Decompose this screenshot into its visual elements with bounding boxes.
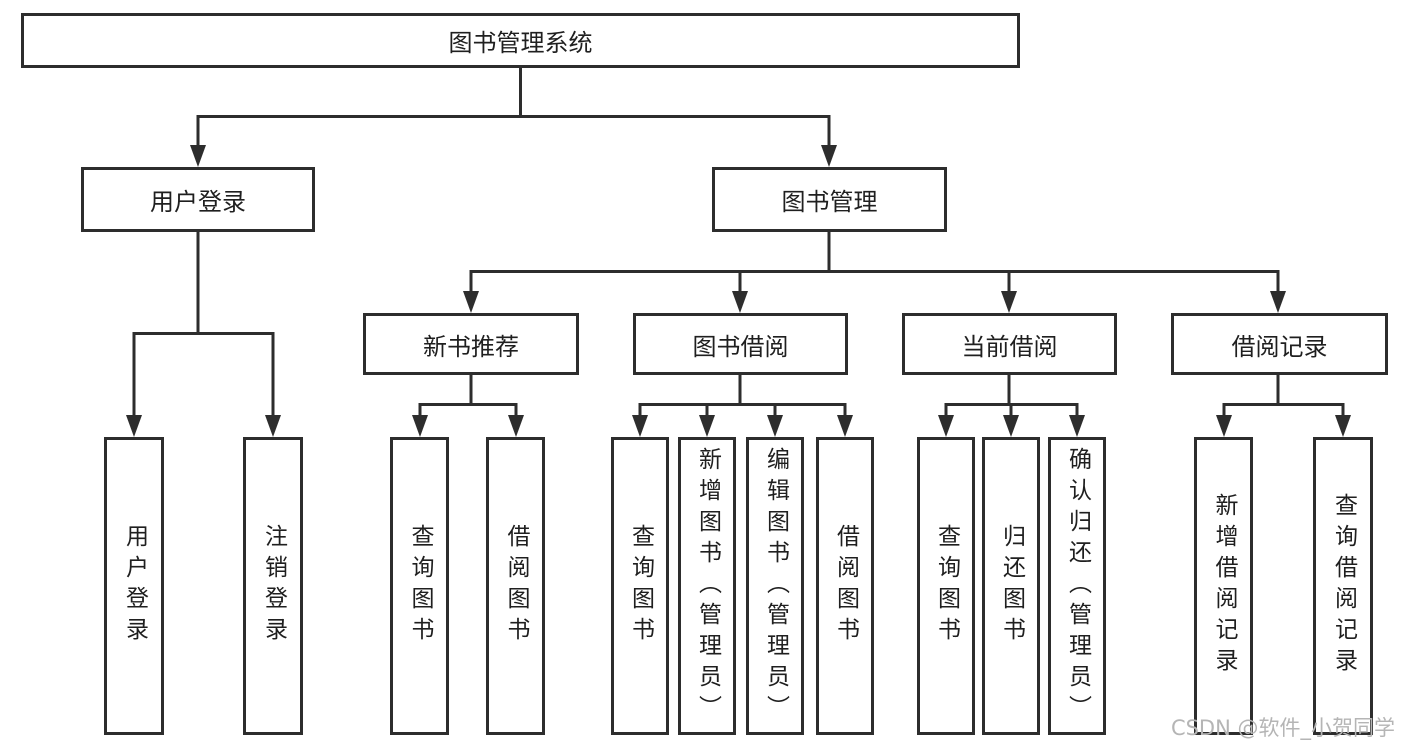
connector-new-book-recommend-children — [412, 375, 524, 437]
node-new-book-recommend-label: 新书推荐 — [423, 332, 519, 361]
leaf-logout-label: 注销登录 — [260, 524, 287, 648]
leaf-edit-books-admin-label: 编辑图书（管理员） — [762, 446, 789, 726]
leaf-add-books-admin-label: 新增图书（管理员） — [694, 446, 721, 726]
leaf-add-borrow-record: 新增借阅记录 — [1194, 437, 1253, 735]
leaf-return-books-label: 归还图书 — [998, 524, 1025, 648]
connector-book-borrow-children — [632, 375, 853, 437]
leaf-borrow-books-recommend: 借阅图书 — [486, 437, 545, 735]
leaf-query-books-current: 查询图书 — [917, 437, 975, 735]
leaf-query-books-borrow: 查询图书 — [611, 437, 669, 735]
node-borrow-records: 借阅记录 — [1171, 313, 1388, 375]
leaf-query-books-recommend-label: 查询图书 — [407, 524, 433, 648]
node-borrow-records-label: 借阅记录 — [1231, 332, 1328, 361]
node-root: 图书管理系统 — [21, 13, 1020, 68]
leaf-confirm-return-admin: 确认归还（管理员） — [1048, 437, 1106, 735]
connector-borrow-records-children — [1216, 375, 1351, 437]
node-new-book-recommend: 新书推荐 — [363, 313, 579, 375]
leaf-query-books-borrow-label: 查询图书 — [627, 524, 654, 648]
leaf-query-borrow-record-label: 查询借阅记录 — [1330, 493, 1357, 679]
connector-book-management-to-level2 — [463, 232, 1286, 313]
node-book-borrow-label: 图书借阅 — [692, 332, 789, 361]
node-book-borrow: 图书借阅 — [633, 313, 848, 375]
leaf-add-books-admin: 新增图书（管理员） — [678, 437, 736, 735]
node-current-borrow: 当前借阅 — [902, 313, 1117, 375]
leaf-add-borrow-record-label: 新增借阅记录 — [1211, 493, 1237, 679]
node-user-login: 用户登录 — [81, 167, 315, 232]
leaf-confirm-return-admin-label: 确认归还（管理员） — [1064, 446, 1091, 726]
leaf-borrow-books-recommend-label: 借阅图书 — [503, 524, 529, 648]
node-user-login-label: 用户登录 — [150, 188, 246, 216]
leaf-user-login-label: 用户登录 — [121, 524, 148, 648]
leaf-borrow-books-label: 借阅图书 — [832, 524, 859, 648]
leaf-edit-books-admin: 编辑图书（管理员） — [746, 437, 804, 735]
node-current-borrow-label: 当前借阅 — [961, 332, 1058, 361]
leaf-query-books-current-label: 查询图书 — [933, 524, 960, 648]
node-root-label: 图书管理系统 — [448, 29, 593, 57]
connector-current-borrow-children — [938, 375, 1085, 437]
leaf-query-borrow-record: 查询借阅记录 — [1313, 437, 1373, 735]
watermark: CSDN @软件_小贺同学 — [1170, 716, 1395, 740]
leaf-return-books: 归还图书 — [982, 437, 1040, 735]
leaf-user-login: 用户登录 — [104, 437, 164, 735]
node-book-management-label: 图书管理 — [781, 188, 878, 216]
leaf-query-books-recommend: 查询图书 — [390, 437, 449, 735]
leaf-borrow-books: 借阅图书 — [816, 437, 874, 735]
leaf-logout: 注销登录 — [243, 437, 303, 735]
connector-user-login-children — [126, 232, 281, 437]
connector-root-to-level1 — [190, 68, 837, 167]
node-book-management: 图书管理 — [712, 167, 947, 232]
